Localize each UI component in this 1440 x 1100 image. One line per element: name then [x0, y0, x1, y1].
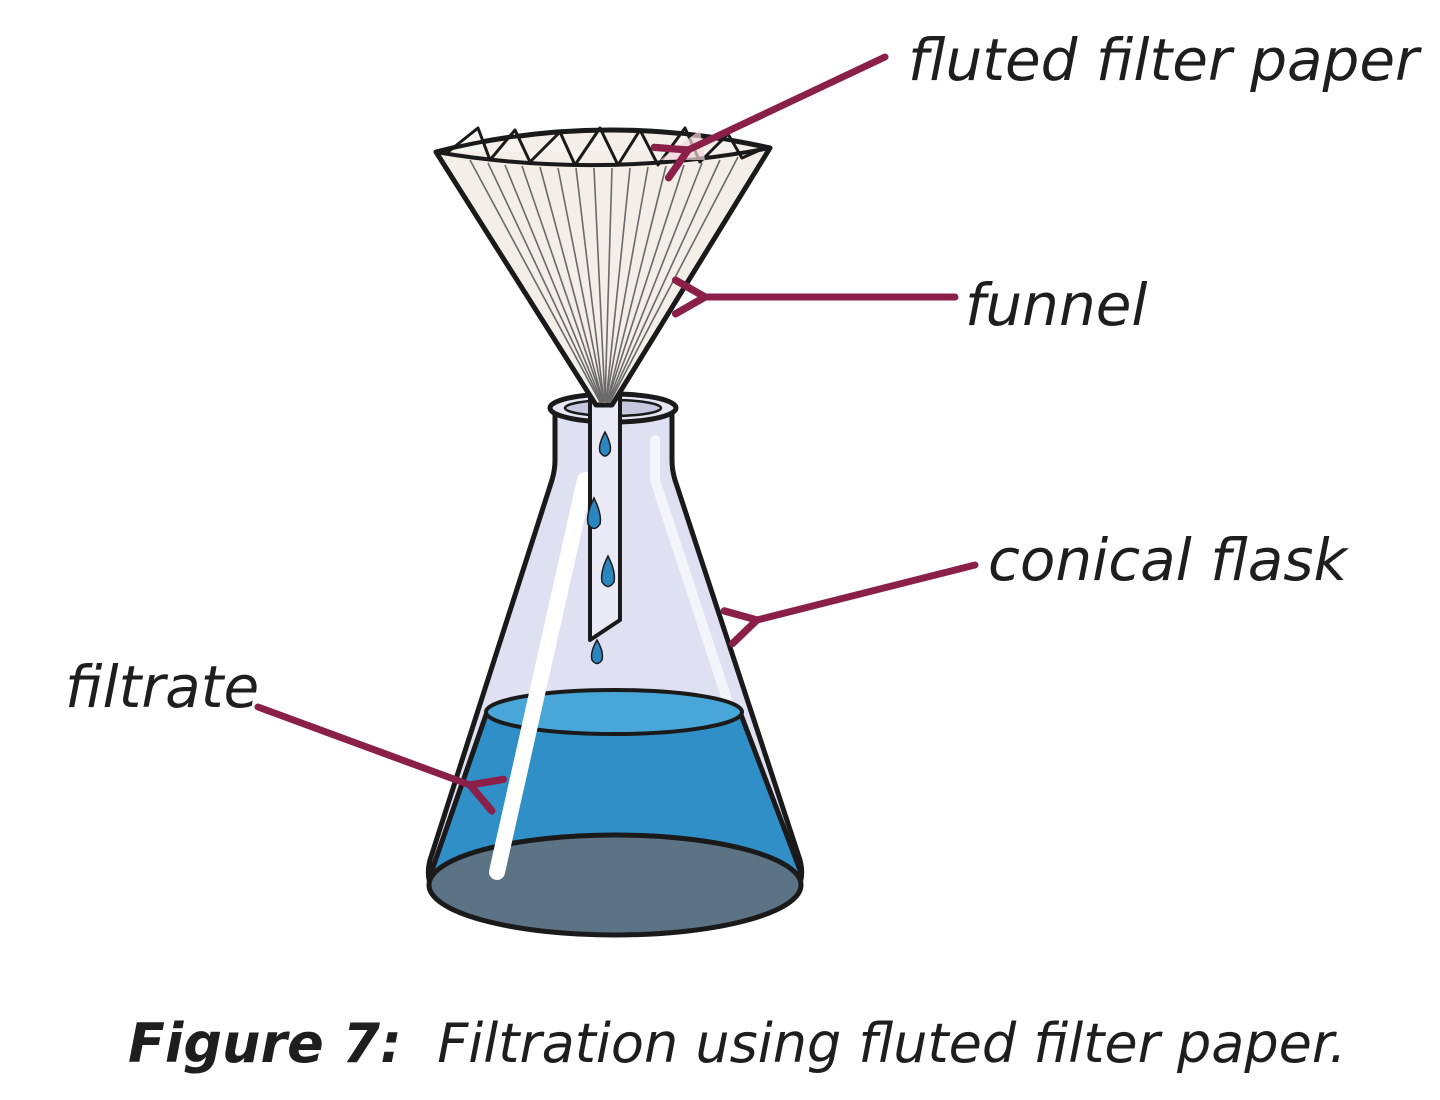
caption-text: Filtration using fluted filter paper. [437, 1012, 1346, 1075]
label-filtrate: filtrate [65, 653, 259, 721]
funnel-rim [435, 127, 771, 168]
liquid-surface [484, 688, 744, 736]
drop [598, 430, 612, 457]
drop [590, 638, 604, 665]
drop [586, 496, 602, 530]
label-filter-paper: fluted filter paper [908, 26, 1422, 94]
label-funnel: funnel [965, 271, 1148, 339]
conical-flask [425, 391, 805, 938]
funnel [433, 126, 773, 408]
flask-streak [489, 472, 593, 880]
figure-caption: Figure 7: Filtration using fluted filter… [128, 1012, 1346, 1075]
flask-highlight [650, 435, 765, 805]
arrow-filtrate [254, 703, 508, 815]
funnel-stem [586, 393, 622, 665]
drop [600, 554, 616, 588]
arrow-filter-paper [650, 53, 889, 182]
fluted-filter-paper [447, 126, 761, 167]
label-flask: conical flask [988, 526, 1349, 594]
flask-base [426, 832, 804, 938]
caption-number: Figure 7: [128, 1012, 402, 1075]
arrow-flask [720, 561, 979, 648]
